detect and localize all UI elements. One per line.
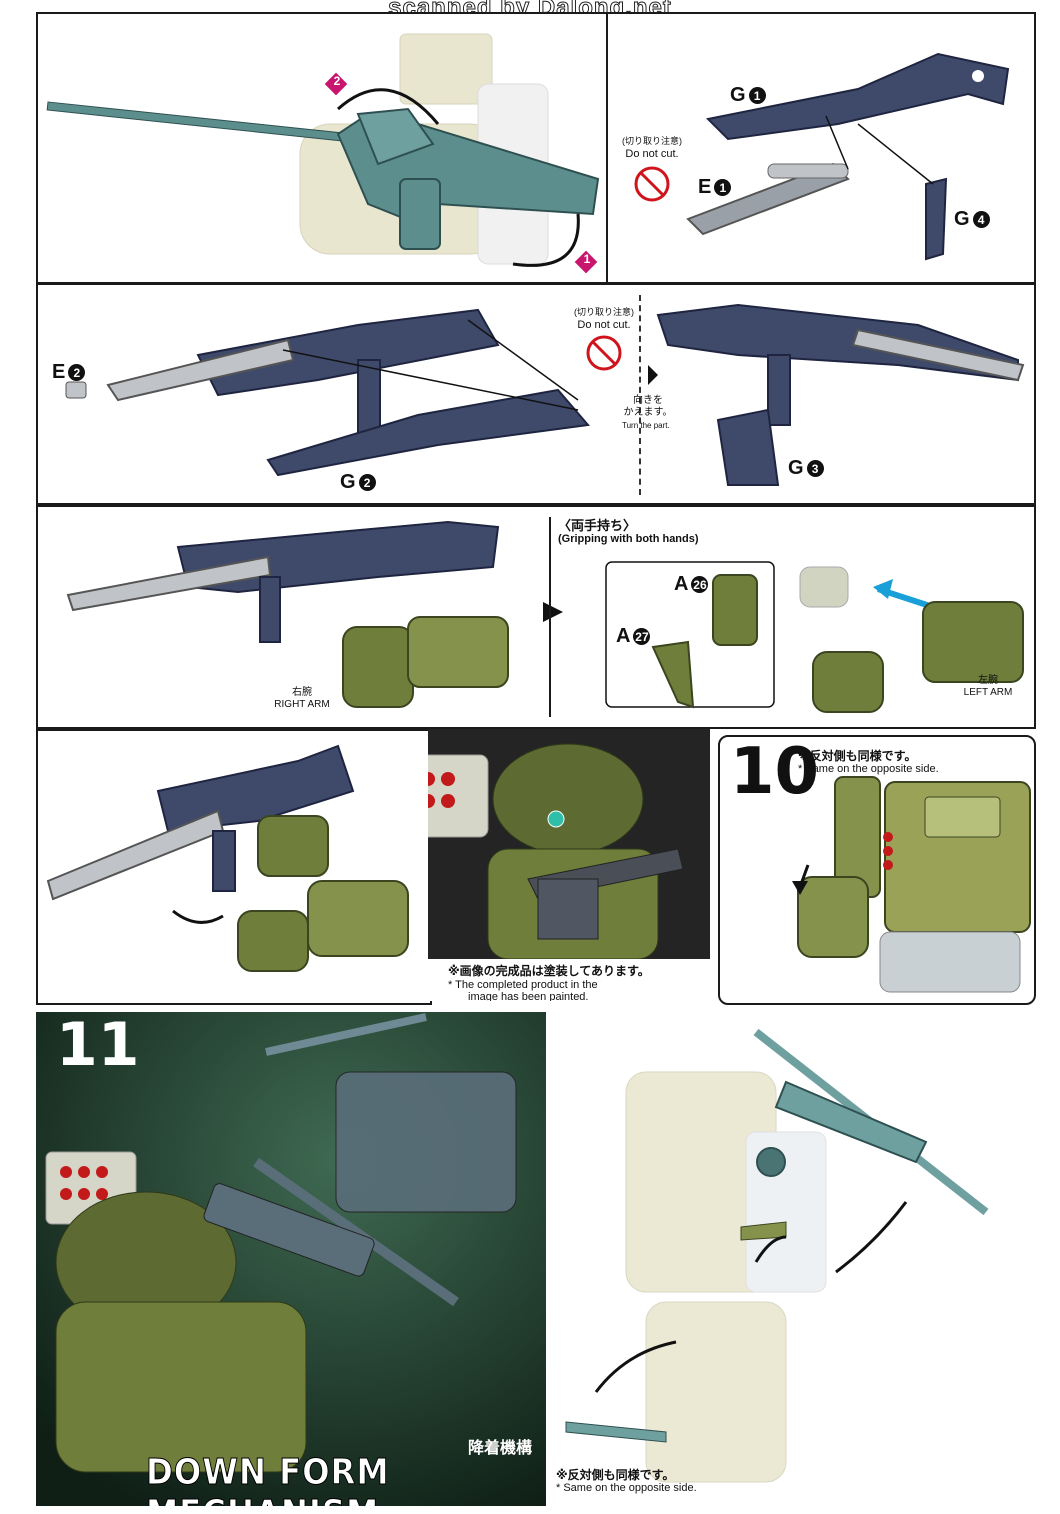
gun-body-11: [774, 1080, 928, 1164]
left-arm-en: LEFT ARM: [963, 687, 1013, 698]
step-10-illustration: [792, 776, 1031, 993]
rotate-arrow-1: [512, 213, 580, 267]
open-hand: [812, 651, 884, 713]
step-10-note-en: * Same on the opposite side.: [798, 763, 939, 775]
right-arm-jp: 右腕: [292, 687, 312, 698]
part-e1-shape: [686, 162, 850, 236]
gun-barrel-grip: [66, 555, 272, 612]
painted-product-photo: [428, 729, 710, 1001]
painted-note-en-1: * The completed product in the: [448, 979, 598, 991]
part-a26-shape: [712, 574, 758, 646]
upper-receiver: [196, 308, 500, 397]
missile-pod-photo: [428, 754, 489, 838]
robot-hand-open: [797, 876, 869, 958]
painted-note-jp: ※画像の完成品は塗装してあります。: [448, 964, 650, 978]
second-hand: [237, 910, 309, 972]
part-g4-shape: [925, 177, 948, 261]
small-photo-robot: [335, 1071, 517, 1213]
step-11-photo-panel: 11 降着機構 DOWN FORM MECHANISM: [36, 1012, 546, 1506]
part-g2-shape: [266, 388, 590, 477]
grip-result-illustration: [46, 744, 409, 972]
turn-jp-2: かえます。: [623, 407, 673, 418]
parts-e2-g2-g3-illustration: [65, 303, 1025, 486]
panel-grip: 右腕 RIGHT ARM 〈両手持ち〉 (Gripping with both …: [36, 505, 1036, 729]
part-g1-shape: [705, 52, 1010, 141]
photo-painted-product: ※画像の完成品は塗装してあります。 * The completed produc…: [428, 729, 710, 1001]
step-marker-1-label: 1: [583, 252, 591, 266]
divider-solid: [549, 517, 551, 717]
gun-barrel: [46, 101, 377, 146]
step-11-note-jp: ※反対側も同様です。: [556, 1468, 675, 1482]
step-11-diagram-illustration: [565, 1028, 989, 1483]
panel-gun-mount: 2 1: [36, 12, 612, 284]
holding-hand: [257, 815, 329, 877]
lift-arrow-2: [835, 1201, 908, 1274]
caution-jp-2: (切り取り注意): [574, 307, 634, 317]
turn-en: Turn the part.: [622, 421, 670, 430]
step-11-mechanism-en: DOWN FORM MECHANISM: [146, 1452, 390, 1507]
rotate-arrow-2: [336, 88, 440, 125]
panel-grip-result: [36, 729, 432, 1005]
gun-magazine: [399, 178, 441, 250]
part-g3-shape: [716, 408, 780, 486]
gun-mount-illustration: [46, 33, 600, 267]
step-marker-2-label: 2: [333, 74, 341, 88]
part-a27-shape: [651, 640, 695, 709]
lift-arrow-1: [754, 1235, 787, 1263]
foot-stand: [565, 1421, 667, 1443]
grip-illustration: [66, 520, 1024, 713]
step-10-number: 10: [730, 735, 820, 809]
next-arrow-icon: [543, 602, 563, 622]
caution-en-2: Do not cut.: [577, 319, 631, 331]
right-arm-en: RIGHT ARM: [274, 699, 330, 710]
swing-arrow: [172, 909, 224, 924]
step-11-number: 11: [56, 1012, 140, 1080]
step-10-note-jp: ※反対側も同様です。: [798, 749, 917, 763]
step-11-photos: [36, 1012, 546, 1506]
robot-head-photo: [492, 743, 644, 855]
caution-en: Do not cut.: [625, 148, 679, 160]
grip-title-jp: 〈両手持ち〉: [558, 518, 637, 533]
right-arm-fist: [342, 626, 414, 708]
grip-title-en: (Gripping with both hands): [558, 533, 699, 545]
panel-step-10: 10 ※反対側も同様です。 * Same on the opposite sid…: [718, 735, 1036, 1005]
robot-body-11: [55, 1301, 307, 1473]
ghost-missile-pod: [399, 33, 493, 105]
part-e2-shape: [65, 381, 87, 399]
gun-mount-arm: [356, 107, 435, 166]
step-11-diagram: ※反対側も同様です。 * Same on the opposite side.: [546, 1012, 1032, 1506]
rotate-arrow-foot: [594, 1340, 677, 1393]
divider-dashed: [639, 295, 641, 495]
long-barrel-11: [253, 1157, 459, 1307]
ghost-fist: [799, 566, 849, 608]
left-arm-jp: 左腕: [978, 675, 998, 686]
barrel-e: [106, 338, 295, 402]
step-11-note-en: * Same on the opposite side.: [556, 1482, 697, 1494]
painted-note-en-2: image has been painted.: [468, 991, 589, 1001]
parts-g1-e1-g4-illustration: [634, 52, 1010, 261]
caution-jp: (切り取り注意): [622, 136, 682, 146]
step-11-mechanism-jp: 降着機構: [467, 1440, 532, 1457]
turn-jp-1: 向きを: [633, 395, 663, 406]
left-arm-shape: [922, 601, 1024, 683]
turn-arrow-icon: [648, 365, 658, 385]
